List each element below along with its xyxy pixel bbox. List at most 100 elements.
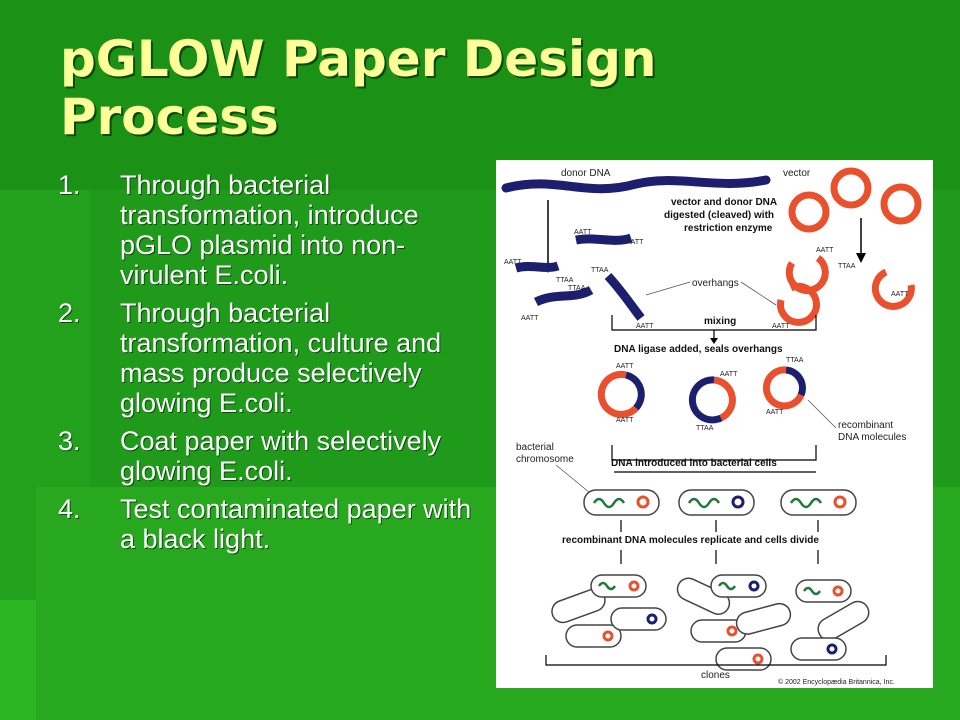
- cell-body: [610, 607, 667, 631]
- step-number: 1.: [58, 170, 81, 200]
- chromosome-squiggle: [717, 581, 737, 591]
- label-donor-dna: donor DNA: [561, 168, 611, 179]
- bracket: [611, 445, 817, 461]
- donor-fragment: [514, 261, 560, 273]
- step-text: Coat paper with selectively glowing E.co…: [120, 426, 442, 486]
- sticky-end-label: TTAA: [696, 425, 714, 432]
- sticky-end-label: AATT: [720, 371, 738, 378]
- background-band-top: [0, 0, 960, 190]
- label-digest-3: restriction enzyme: [684, 223, 773, 234]
- slide-title: pGLOW Paper Design Process: [60, 30, 657, 146]
- chromosome-squiggle: [802, 586, 822, 596]
- chromosome-squiggle: [597, 581, 617, 591]
- label-vector: vector: [783, 168, 811, 179]
- plasmid-dot: [748, 580, 760, 592]
- bacterial-cell: [583, 489, 660, 516]
- donor-dna-strand: [501, 175, 771, 194]
- label-digest-1: vector and donor DNA: [671, 197, 777, 208]
- label-clones: clones: [701, 670, 730, 681]
- plasmid-dot: [726, 625, 738, 637]
- plasmid-vector-arc: [762, 366, 805, 410]
- label-mixing: mixing: [704, 316, 736, 327]
- plasmid-dot: [602, 630, 614, 642]
- plasmid-vector-arc: [713, 376, 736, 422]
- cell-body: [676, 577, 731, 615]
- step-number: 2.: [58, 298, 81, 328]
- bacterial-cell: [678, 489, 755, 516]
- cut-vector: [871, 268, 915, 310]
- chromosome-squiggle: [687, 497, 721, 509]
- clone-cluster: [551, 574, 667, 648]
- step-number: 4.: [58, 494, 81, 524]
- recombinant-plasmid: [762, 366, 806, 410]
- step-item: 4. Test contaminated paper with a black l…: [58, 494, 488, 554]
- background-band-edge: [0, 600, 36, 720]
- plasmid-dot: [832, 585, 844, 597]
- plasmid-dot: [752, 653, 764, 665]
- plasmid-dot: [731, 495, 745, 509]
- step-text: Through bacterial transformation, cultur…: [120, 298, 442, 418]
- step-text: Test contaminated paper with a black lig…: [120, 494, 472, 554]
- step-text: Through bacterial transformation, introd…: [120, 170, 419, 290]
- plasmid-dot: [628, 580, 640, 592]
- copyright-text: © 2002 Encyclopædia Britannica, Inc.: [778, 678, 895, 686]
- label-recombinant-2: DNA molecules: [838, 432, 906, 443]
- sticky-end-label: AATT: [504, 259, 522, 266]
- sticky-end-label: AATT: [636, 323, 654, 330]
- sticky-end-label: TTAA: [568, 285, 586, 292]
- plasmid-vector-arc: [597, 370, 639, 418]
- pointer-line: [645, 281, 691, 296]
- cell-body: [590, 574, 647, 598]
- sticky-end-label: TTAA: [591, 267, 609, 274]
- recombinant-plasmid: [597, 370, 645, 418]
- pointer-line: [740, 281, 777, 306]
- sticky-end-label: AATT: [626, 239, 644, 246]
- label-replicate: recombinant DNA molecules replicate and …: [562, 535, 819, 546]
- recombinant-plasmid: [688, 376, 736, 424]
- sticky-end-label: AATT: [521, 315, 539, 322]
- vector-plasmid: [788, 191, 830, 233]
- cell-body: [790, 637, 847, 661]
- sticky-end-label: AATT: [772, 323, 790, 330]
- pointer-line: [807, 399, 837, 429]
- label-recombinant-1: recombinant: [838, 420, 893, 431]
- clone-cluster: [676, 574, 792, 671]
- sticky-end-label: AATT: [891, 291, 909, 298]
- donor-fragment: [575, 233, 633, 245]
- cell-body: [817, 600, 870, 641]
- bacterial-cell: [780, 489, 857, 516]
- label-introduced: DNA introduced into bacterial cells: [611, 458, 777, 469]
- sticky-end-label: AATT: [574, 229, 592, 236]
- step-number: 3.: [58, 426, 81, 456]
- sticky-end-label: TTAA: [838, 263, 856, 270]
- diagram-svg: donor DNA vector vector and donor DNA di…: [501, 167, 922, 686]
- step-item: 3. Coat paper with selectively glowing E.…: [58, 426, 488, 486]
- vector-plasmid: [830, 167, 872, 209]
- step-item: 1. Through bacterial transformation, intr…: [58, 170, 488, 290]
- cell-body: [710, 574, 767, 598]
- plasmid-donor-arc: [688, 376, 723, 424]
- plasmid-dot: [833, 495, 847, 509]
- cell-body: [565, 624, 622, 648]
- arrow-head: [856, 253, 866, 263]
- cell-body: [735, 602, 792, 635]
- arrow-head: [710, 338, 718, 344]
- step-item: 2. Through bacterial transformation, cult…: [58, 298, 488, 418]
- cut-vector: [776, 282, 820, 326]
- label-digest-2: digested (cleaved) with: [664, 210, 774, 221]
- sticky-end-label: AATT: [616, 417, 634, 424]
- cell-body: [795, 579, 852, 603]
- plasmid-donor-arc: [785, 366, 806, 397]
- sticky-end-label: AATT: [766, 409, 784, 416]
- recombinant-dna-diagram: donor DNA vector vector and donor DNA di…: [496, 160, 933, 688]
- clones-bracket: [545, 655, 887, 666]
- sticky-end-label: TTAA: [786, 357, 804, 364]
- plasmid-dot: [646, 613, 658, 625]
- label-bacterial-2: chromosome: [516, 454, 574, 465]
- sticky-end-label: TTAA: [556, 277, 574, 284]
- clone-cluster: [790, 579, 870, 661]
- vector-plasmid: [880, 183, 922, 225]
- plasmid-dot: [826, 643, 838, 655]
- plasmid-donor-arc: [624, 371, 645, 411]
- label-ligase: DNA ligase added, seals overhangs: [614, 344, 783, 355]
